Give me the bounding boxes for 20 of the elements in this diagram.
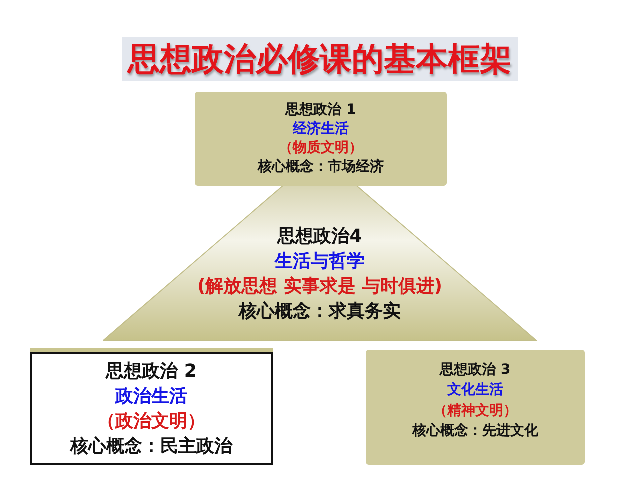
course-subtitle: 政治生活 <box>116 384 188 408</box>
course-subtitle: 文化生活 <box>448 381 504 400</box>
course-title: 思想政治 3 <box>440 360 511 380</box>
topic-box <box>366 350 585 465</box>
parenthetical-note: （精神文明） <box>434 402 518 420</box>
core-concept: 核心概念：求真务实 <box>239 300 401 324</box>
diagram-title: 思想政治必修课的基本框架 <box>122 37 518 81</box>
course-title: 思想政治4 <box>278 225 362 249</box>
course-title: 思想政治 1 <box>286 101 356 120</box>
core-concept: 核心概念：民主政治 <box>70 434 232 458</box>
topic-box <box>195 92 447 186</box>
core-concept: 核心概念：市场经济 <box>258 158 384 177</box>
course-title: 思想政治 2 <box>106 360 197 384</box>
course-subtitle: 经济生活 <box>293 120 349 139</box>
course-subtitle: 生活与哲学 <box>275 250 365 274</box>
pyramid-panel <box>103 186 537 341</box>
parenthetical-note: (解放思想 实事求是 与时俱进) <box>198 275 442 299</box>
core-concept: 核心概念：先进文化 <box>412 422 538 441</box>
parenthetical-note: （政治文明） <box>98 410 206 434</box>
parenthetical-note: （物质文明） <box>279 139 363 158</box>
